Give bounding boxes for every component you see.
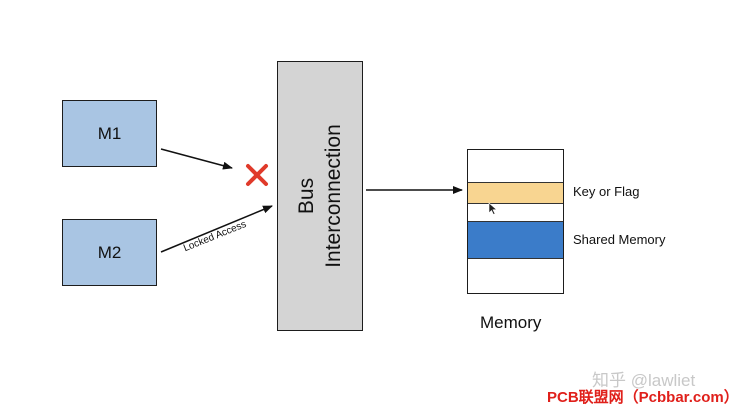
memory-region-shared xyxy=(468,221,563,259)
master-m1-label: M1 xyxy=(97,123,122,143)
master-m2-label: M2 xyxy=(97,242,122,262)
mouse-pointer-icon xyxy=(488,202,498,215)
master-m1-box: M1 xyxy=(62,100,157,167)
memory-block xyxy=(467,149,564,294)
key-flag-label: Key or Flag xyxy=(573,184,640,199)
blocked-x-icon xyxy=(246,164,268,186)
zhihu-watermark: 知乎 @lawliet xyxy=(592,371,696,390)
arrow-m1-to-bus xyxy=(160,148,233,170)
arrow-m2-to-bus xyxy=(160,205,273,253)
bus-interconnection-box: Bus Interconnection xyxy=(277,61,363,331)
shared-memory-label: Shared Memory xyxy=(573,232,666,247)
memory-region-key-flag xyxy=(468,182,563,204)
pcb-watermark: PCB联盟网（Pcbbar.com） xyxy=(547,389,739,406)
memory-title: Memory xyxy=(480,313,542,332)
master-m2-box: M2 xyxy=(62,219,157,286)
